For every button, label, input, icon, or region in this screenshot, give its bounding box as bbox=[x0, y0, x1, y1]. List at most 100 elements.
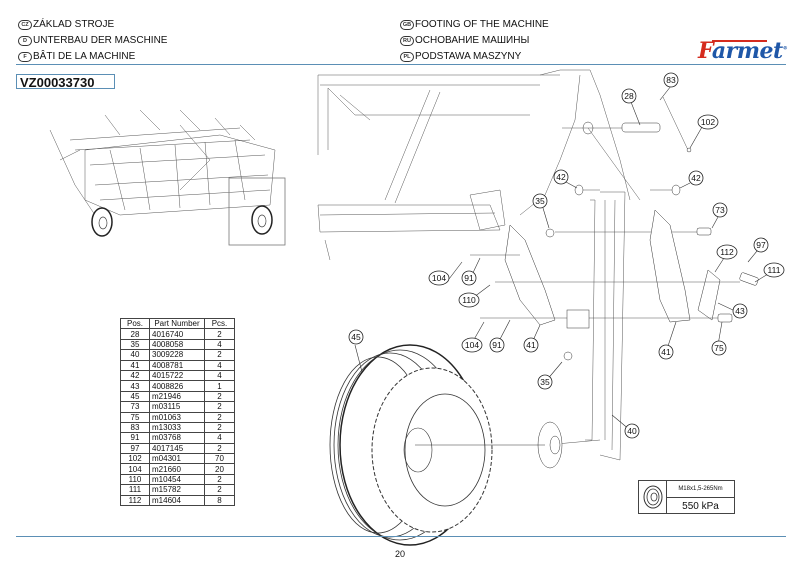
position-cell: 73 bbox=[120, 401, 150, 413]
callout-104a: 104 bbox=[428, 270, 450, 286]
position-cell: 42 bbox=[120, 369, 150, 382]
part-number-cell: 4015722 bbox=[149, 369, 205, 382]
position-cell: 28 bbox=[120, 328, 150, 340]
position-cell: 75 bbox=[120, 411, 150, 423]
tire-pressure: 550 kPa bbox=[682, 501, 719, 512]
svg-text:112: 112 bbox=[720, 247, 734, 257]
part-number-cell: m21660 bbox=[149, 463, 205, 475]
arm-40 bbox=[537, 191, 626, 469]
part-number-cell: 4008826 bbox=[149, 380, 205, 392]
position-cell: 40 bbox=[120, 349, 150, 361]
part-number-cell: 4017145 bbox=[149, 442, 205, 455]
part-number-cell: m10454 bbox=[149, 473, 205, 486]
position-cell: 41 bbox=[120, 359, 150, 371]
callout-111: 111 bbox=[763, 262, 785, 278]
page-number: 20 bbox=[394, 549, 405, 559]
svg-text:41: 41 bbox=[661, 347, 671, 357]
svg-text:110: 110 bbox=[462, 295, 476, 305]
brackets-41 bbox=[470, 209, 759, 361]
part-number-cell: m01063 bbox=[149, 411, 205, 423]
callout-83: 83 bbox=[663, 72, 679, 88]
quantity-cell: 4 bbox=[204, 359, 235, 371]
quantity-cell: 2 bbox=[204, 484, 235, 496]
wheel-spec-box: M18x1,5-265Nm 550 kPa bbox=[638, 480, 735, 514]
position-cell: 43 bbox=[120, 380, 150, 392]
svg-text:40: 40 bbox=[627, 426, 637, 436]
main-frame bbox=[317, 69, 631, 261]
part-number-cell: 4008058 bbox=[149, 338, 205, 351]
quantity-cell: 2 bbox=[204, 442, 235, 455]
lang-badge-pl: PL bbox=[400, 51, 414, 62]
quantity-cell: 2 bbox=[204, 349, 235, 361]
header-rule bbox=[16, 64, 786, 65]
position-cell: 45 bbox=[120, 390, 150, 403]
torque-spec: M18x1,5-265Nm bbox=[667, 481, 734, 498]
machine-overview bbox=[49, 109, 286, 246]
part-number-cell: m14604 bbox=[149, 494, 205, 507]
drawing-code: VZ00033730 bbox=[16, 74, 115, 90]
part-number-cell: 3009228 bbox=[149, 349, 205, 361]
wheel-45 bbox=[329, 344, 545, 546]
callout-73: 73 bbox=[712, 202, 728, 218]
part-number-cell: m03115 bbox=[149, 401, 205, 413]
quantity-cell: 8 bbox=[204, 494, 235, 507]
lang-badge-gb: GB bbox=[400, 19, 414, 30]
part-number-cell: m13033 bbox=[149, 421, 205, 434]
tire-icon bbox=[639, 481, 667, 513]
position-cell: 112 bbox=[120, 494, 150, 507]
callout-91a: 91 bbox=[461, 270, 477, 286]
callout-43: 43 bbox=[732, 303, 748, 319]
svg-text:28: 28 bbox=[624, 91, 634, 101]
lang-badge-cz: CZ bbox=[18, 19, 32, 30]
svg-text:43: 43 bbox=[735, 306, 745, 316]
callout-41b: 41 bbox=[658, 344, 674, 360]
callout-104b: 104 bbox=[461, 337, 483, 353]
lang-badge-f: F bbox=[18, 51, 32, 62]
quantity-cell: 2 bbox=[204, 328, 235, 340]
col-pos: Pos. bbox=[120, 317, 150, 330]
part-number-cell: m04301 bbox=[149, 453, 205, 465]
quantity-cell: 2 bbox=[204, 421, 235, 434]
svg-text:91: 91 bbox=[464, 273, 474, 283]
position-cell: 104 bbox=[120, 463, 150, 475]
svg-text:104: 104 bbox=[432, 273, 446, 283]
col-pcs: Pcs. bbox=[204, 317, 235, 330]
part-number-cell: 4016740 bbox=[149, 328, 205, 340]
svg-text:104: 104 bbox=[465, 340, 479, 350]
svg-text:73: 73 bbox=[715, 205, 725, 215]
farmet-logo: Farmet® bbox=[698, 38, 788, 64]
part-number-cell: m15782 bbox=[149, 484, 205, 496]
callout-35b: 35 bbox=[537, 374, 553, 390]
svg-text:75: 75 bbox=[714, 343, 724, 353]
quantity-cell: 2 bbox=[204, 390, 235, 403]
callout-97: 97 bbox=[753, 237, 769, 253]
quantity-cell: 2 bbox=[204, 401, 235, 413]
position-cell: 102 bbox=[120, 453, 150, 465]
position-cell: 97 bbox=[120, 442, 150, 455]
quantity-cell: 1 bbox=[204, 380, 235, 392]
quantity-cell: 70 bbox=[204, 453, 235, 465]
svg-text:83: 83 bbox=[666, 75, 676, 85]
callout-28: 28 bbox=[621, 88, 637, 104]
logo-bar bbox=[712, 40, 767, 42]
position-cell: 91 bbox=[120, 432, 150, 444]
quantity-cell: 20 bbox=[204, 463, 235, 475]
